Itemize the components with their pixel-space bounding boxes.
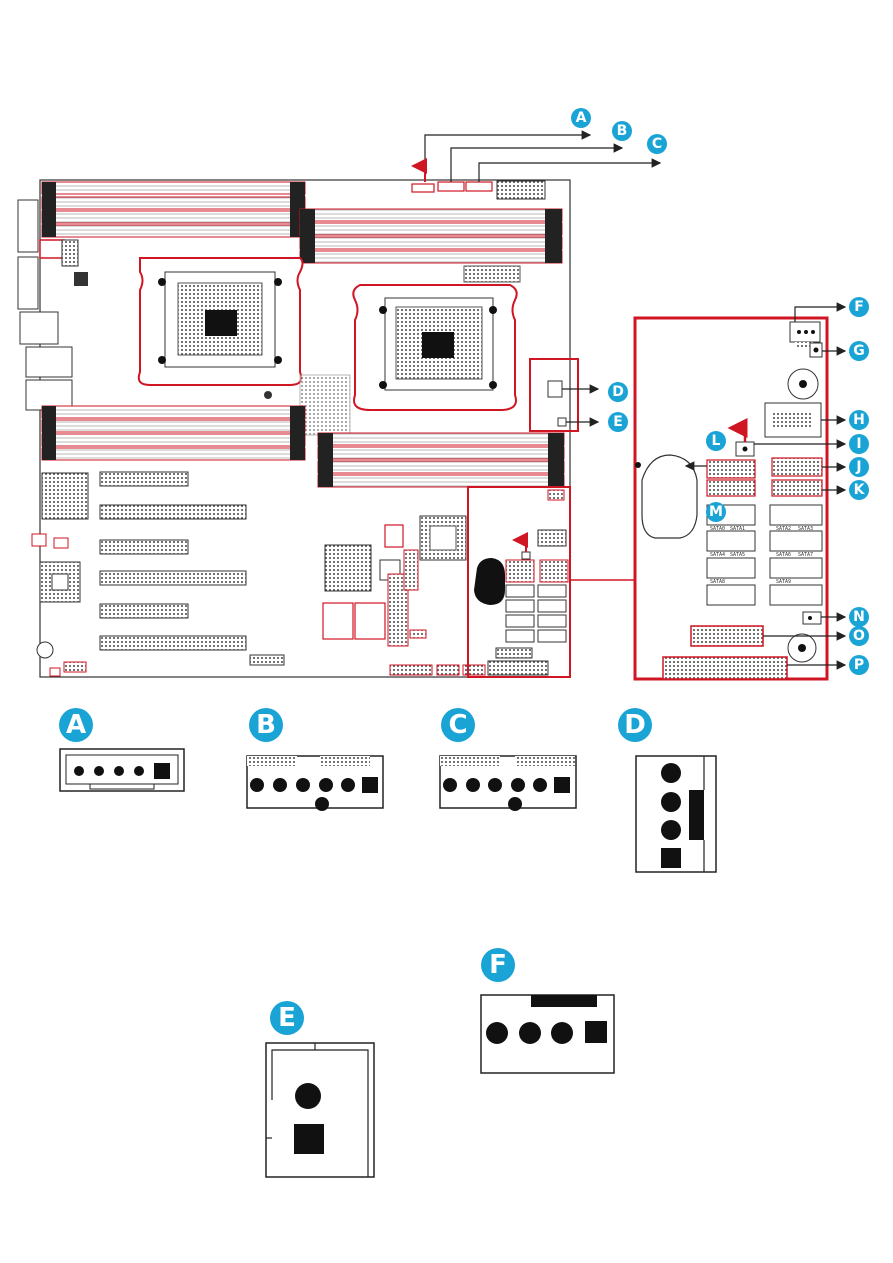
callout-a: A <box>571 108 591 128</box>
detail-titles: A B C D F E <box>59 708 652 1035</box>
callout-c: C <box>647 134 667 154</box>
svg-text:B: B <box>256 710 276 740</box>
svg-text:H: H <box>853 412 865 428</box>
svg-text:O: O <box>853 628 865 644</box>
svg-text:A: A <box>576 110 587 126</box>
callout-d: D <box>608 382 628 402</box>
callout-h: H <box>849 410 869 430</box>
sata-label: SATA9 <box>776 579 791 585</box>
sata-label: SATA8 <box>710 579 725 585</box>
cpu1-socket <box>137 257 304 386</box>
sata-label: SATA2 <box>776 526 791 532</box>
sata-label: SATA6 <box>776 552 791 558</box>
callout-k: K <box>849 480 869 500</box>
callout-o: O <box>849 626 869 646</box>
connector-a-pinout <box>59 748 185 792</box>
d-e-highlight-box <box>529 358 600 432</box>
svg-text:L: L <box>712 433 721 449</box>
callout-n: N <box>849 607 869 627</box>
board-zoom-region <box>467 486 667 678</box>
sata-label: SATA5 <box>730 552 745 558</box>
bga-chips <box>36 472 467 659</box>
callout-g: G <box>849 341 869 361</box>
detail-title-a: A <box>59 708 93 742</box>
detail-title-d: D <box>618 708 652 742</box>
dimm-slots-cpu1-bottom <box>41 405 306 461</box>
board-misc-chips <box>264 265 521 436</box>
callout-lines-abc <box>424 130 662 182</box>
detail-title-c: C <box>441 708 475 742</box>
svg-text:I: I <box>856 436 861 452</box>
svg-text:F: F <box>854 299 864 315</box>
rear-io-ports <box>17 199 88 411</box>
cpu2-socket <box>352 284 518 411</box>
callout-b: B <box>612 121 632 141</box>
svg-text:A: A <box>66 710 86 740</box>
connector-c-pinout <box>439 755 577 811</box>
svg-text:B: B <box>617 123 628 139</box>
svg-text:G: G <box>853 343 865 359</box>
callout-e: E <box>608 412 628 432</box>
connector-b-pinout <box>246 755 384 811</box>
connector-d-pinout <box>635 755 717 873</box>
svg-text:E: E <box>613 414 623 430</box>
dimm-slots-cpu2-bottom <box>317 432 565 488</box>
callout-l: L <box>706 431 726 451</box>
sata-label: SATA3 <box>798 526 813 532</box>
svg-text:D: D <box>624 710 646 740</box>
svg-text:J: J <box>855 459 861 475</box>
svg-text:E: E <box>278 1003 296 1033</box>
board-bottom-headers <box>31 533 486 677</box>
callout-f: F <box>849 297 869 317</box>
top-fan-headers <box>411 180 546 200</box>
pcie-slots <box>99 471 247 651</box>
svg-text:N: N <box>853 609 865 625</box>
callout-p: P <box>849 655 869 675</box>
zoom-callout-lines <box>684 302 847 670</box>
detail-title-f: F <box>481 948 515 982</box>
detail-title-b: B <box>249 708 283 742</box>
callout-badges: A B C D E F G H I J K L M N O P <box>571 108 869 675</box>
callout-m: M <box>706 502 726 522</box>
dimm-slots-cpu1-top <box>41 181 306 238</box>
detail-title-e: E <box>270 1001 304 1035</box>
dimm-slots-cpu2-top <box>299 208 563 264</box>
svg-text:F: F <box>489 950 507 980</box>
svg-text:M: M <box>709 504 723 520</box>
sata-label: SATA4 <box>710 552 725 558</box>
svg-text:P: P <box>854 657 864 673</box>
svg-text:C: C <box>652 136 662 152</box>
sata-silkscreen-labels: SATA0 SATA1 SATA2 SATA3 SATA4 SATA5 SATA… <box>710 526 813 585</box>
svg-text:K: K <box>854 482 866 498</box>
connector-e-pinout <box>265 1042 375 1178</box>
sata-label: SATA7 <box>798 552 813 558</box>
zoom-panel <box>633 316 829 681</box>
svg-text:C: C <box>448 710 467 740</box>
svg-text:D: D <box>612 384 624 400</box>
connector-f-pinout <box>480 994 615 1074</box>
sata-label: SATA0 <box>710 526 725 532</box>
callout-j: J <box>849 457 869 477</box>
sata-label: SATA1 <box>730 526 745 532</box>
callout-i: I <box>849 434 869 454</box>
